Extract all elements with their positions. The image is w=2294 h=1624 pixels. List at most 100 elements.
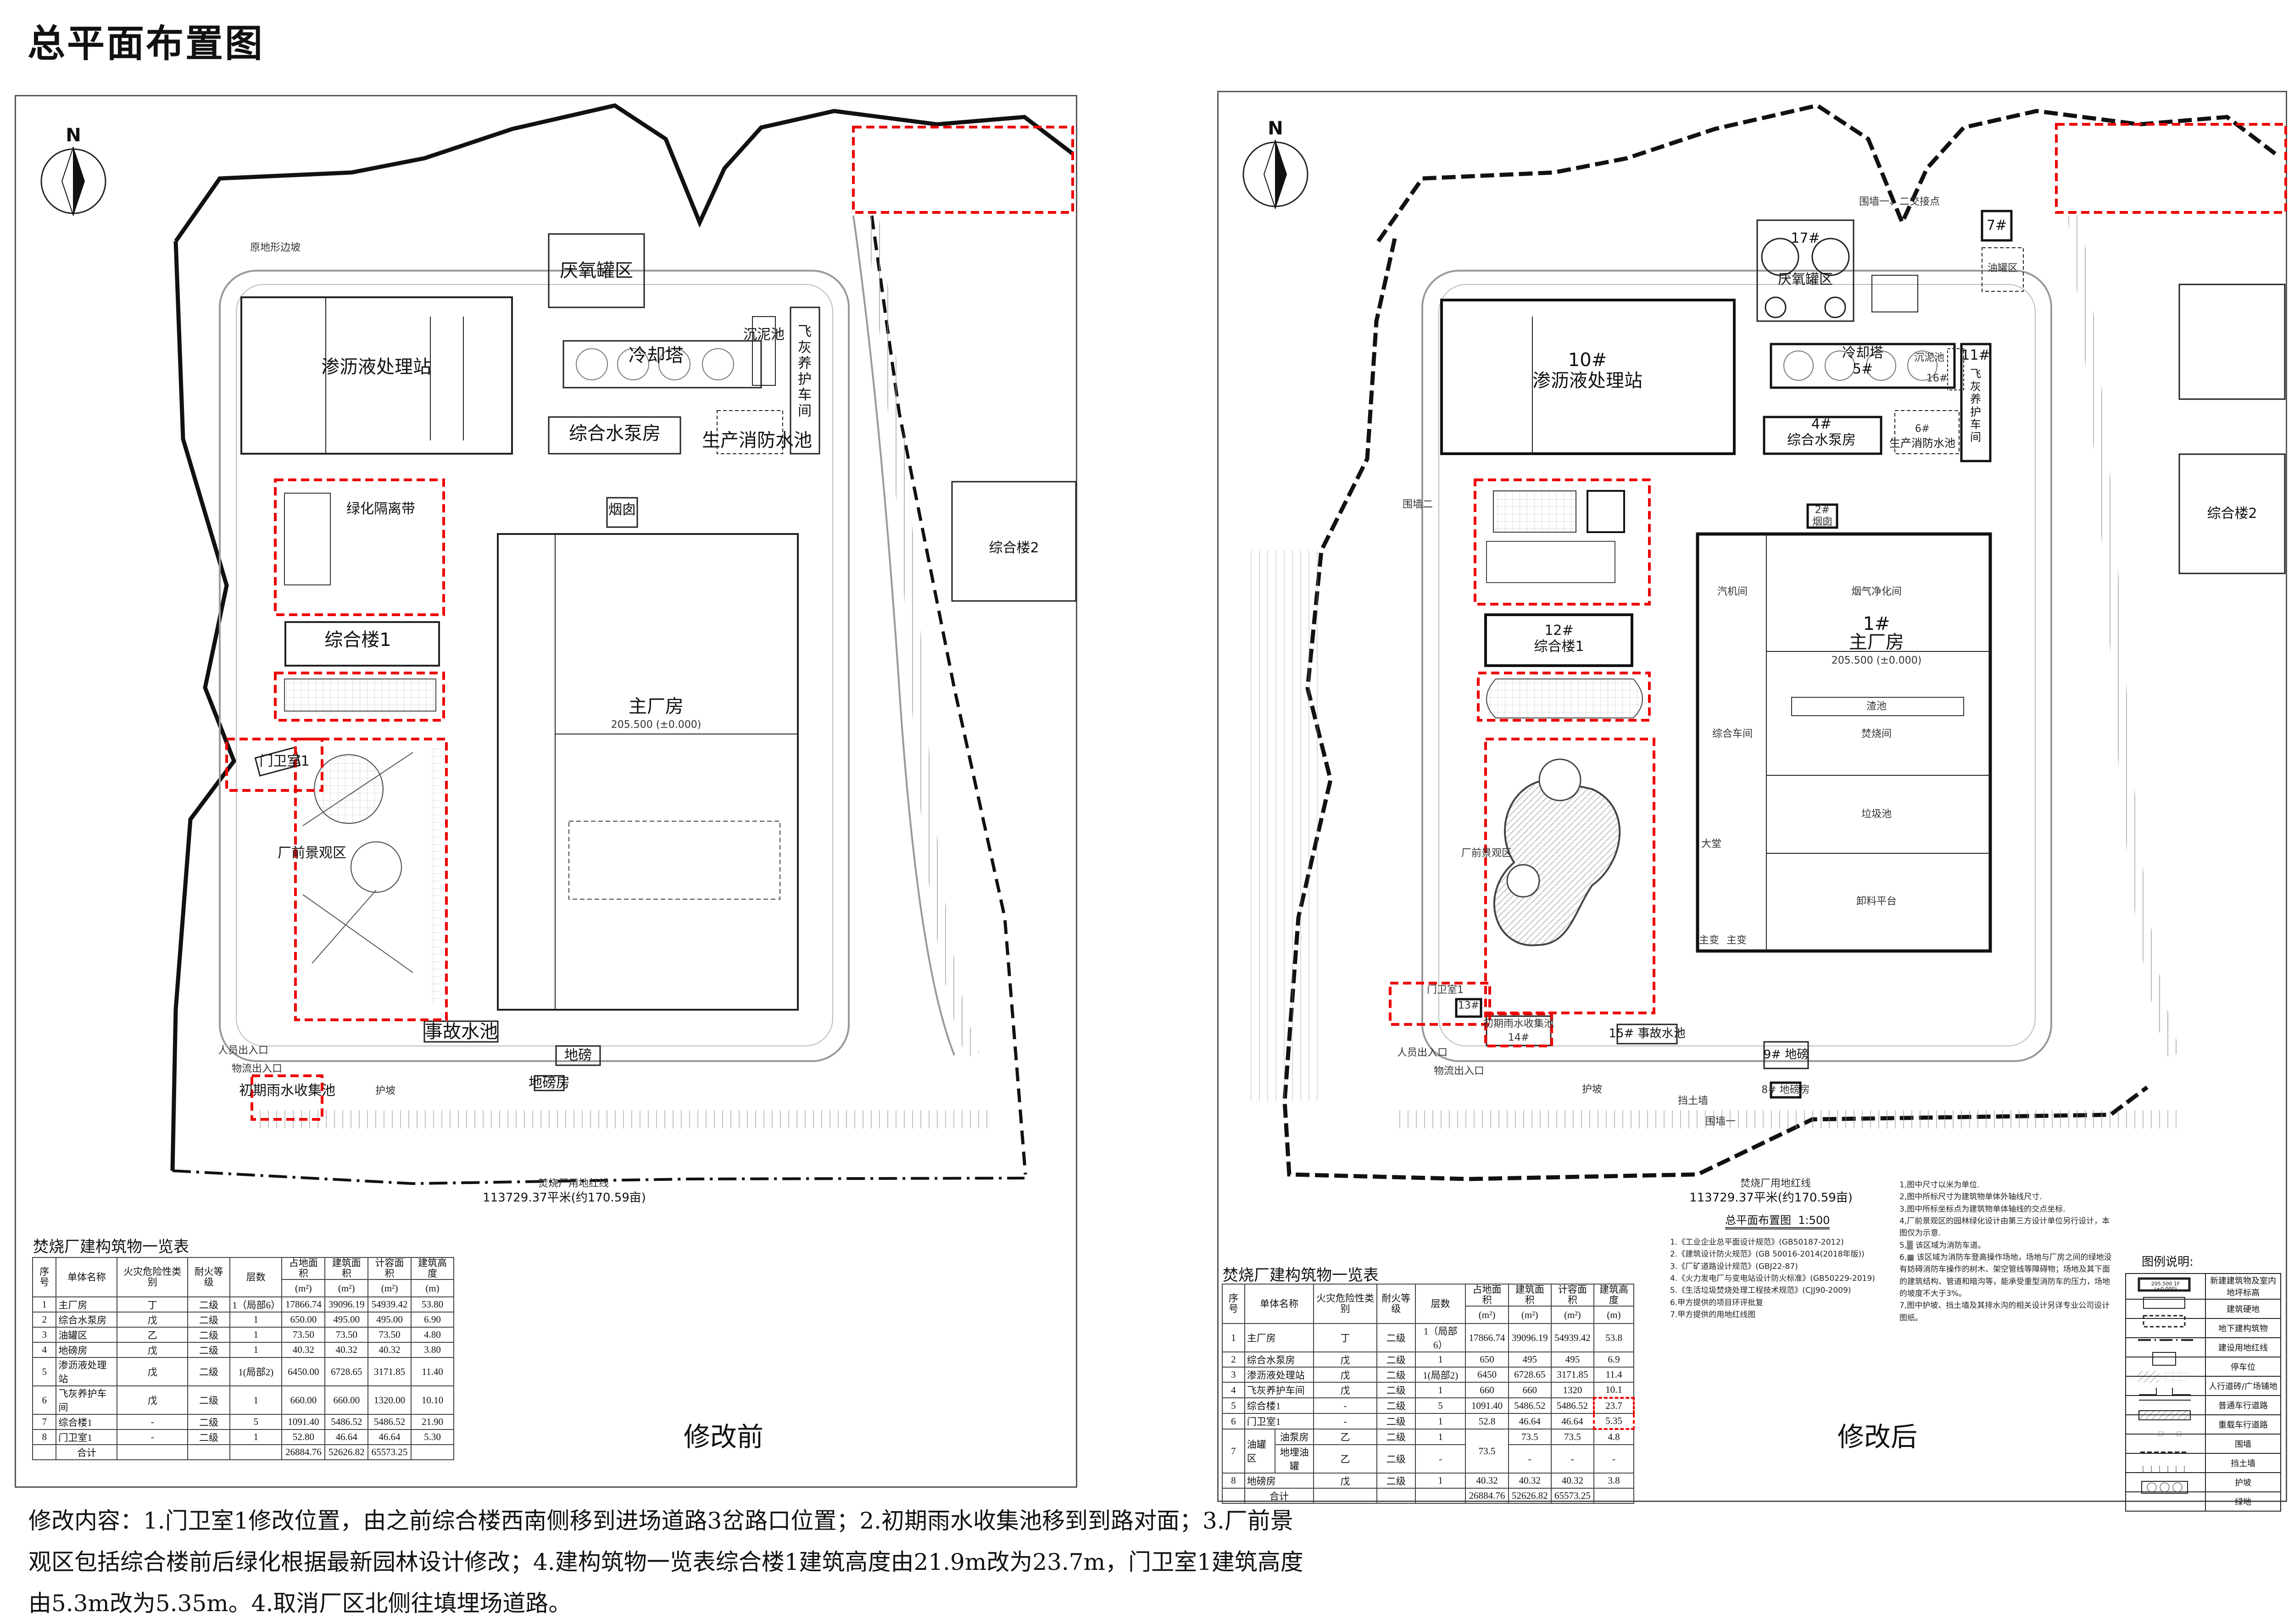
north-arrow-after <box>1242 139 1308 209</box>
west-slope-after <box>1248 551 1321 1101</box>
cell-gross: 73.5 <box>1508 1429 1552 1446</box>
room-turbine: 汽机间 <box>1717 586 1748 598</box>
cell-gross: 5486.52 <box>1508 1397 1552 1414</box>
cell-total-far: 65573.25 <box>367 1444 412 1461</box>
legend-item: 停车位 <box>2125 1357 2281 1377</box>
header-unit-height: (m) <box>410 1279 455 1298</box>
cell-floors: 1(局部2) <box>229 1357 283 1387</box>
inner-road-before <box>219 270 850 1062</box>
cell-footprint: 1091.40 <box>281 1414 326 1430</box>
cell-no: 1 <box>1222 1323 1245 1353</box>
legend-label: 建筑硬地 <box>2205 1299 2281 1319</box>
cell-name: 渗沥液处理站 <box>56 1357 118 1387</box>
red-line-south-before <box>172 1169 1025 1185</box>
boundary-label-before: 焚烧厂用地红线 <box>538 1178 609 1190</box>
elevation-main-before: 205.500 (±0.000) <box>611 719 702 731</box>
main-building-after <box>1696 532 1992 953</box>
label-anaerobic-before: 厌氧罐区 <box>560 260 633 281</box>
cell-gross: 39096.19 <box>1508 1323 1552 1353</box>
cell-name: 综合楼1 <box>56 1414 118 1430</box>
east-slope-before <box>865 214 979 1058</box>
cell-footprint: 17866.74 <box>1465 1323 1509 1353</box>
label-scalehouse-before: 地磅房 <box>529 1074 570 1091</box>
room-lobby: 大堂 <box>1701 838 1722 850</box>
label-entrance-after: 人员出入口 <box>1397 1047 1448 1059</box>
header-far: 计容面积 <box>1550 1283 1594 1307</box>
cell-empty <box>1376 1488 1416 1504</box>
table-title-after: 焚烧厂建构筑物一览表 <box>1223 1266 1379 1285</box>
cell-gross: 40.32 <box>1508 1473 1552 1489</box>
header-name: 单体名称 <box>1244 1283 1314 1324</box>
cell-no: 4 <box>32 1342 57 1358</box>
cell-floors: 1（局部 6） <box>1414 1323 1466 1353</box>
label-main-before: 主厂房 <box>629 696 684 717</box>
cell-fire-grade: 二级 <box>187 1357 231 1387</box>
cell-height: 3.80 <box>410 1342 455 1358</box>
cell-height: 11.4 <box>1593 1367 1635 1383</box>
cell-footprint: 650.00 <box>281 1312 326 1328</box>
cell-footprint: 660.00 <box>281 1385 326 1415</box>
legend-symbol <box>2125 1472 2206 1492</box>
cell-gross: 6728.65 <box>1508 1367 1552 1383</box>
legend-symbol <box>2125 1491 2206 1512</box>
fire-water-pool-after <box>1894 410 1960 454</box>
label-scale-before: 地磅 <box>564 1047 592 1063</box>
legend-symbol <box>2125 1414 2206 1435</box>
elevation-main-after: 205.500 (±0.000) <box>1831 655 1922 667</box>
cell-fire-grade: 二级 <box>187 1296 231 1313</box>
cell-total-label: 合计 <box>56 1444 118 1461</box>
chimney-after <box>1806 503 1838 529</box>
label-accident-after: 15# 事故水池 <box>1609 1027 1686 1041</box>
cell-name: 综合水泵房 <box>56 1312 118 1328</box>
general-notes: 1,图中尺寸以米为单位. 2,图中所标尺寸为建筑物单体外轴线尺寸. 3,图中所标… <box>1899 1179 2115 1324</box>
legend-item: 重载车行道路 <box>2125 1414 2281 1435</box>
legend-item: 地下建构筑物 <box>2125 1318 2281 1338</box>
cell-floors: 1 <box>1414 1473 1466 1489</box>
cell-name: 综合水泵房 <box>1244 1351 1314 1368</box>
label-pump-after: 综合水泵房 <box>1787 432 1856 448</box>
cell-height: 4.8 <box>1593 1429 1635 1446</box>
cell-fire-class: 戊 <box>1313 1351 1377 1368</box>
sludge-pool-before <box>752 316 776 386</box>
cell-fire-class: 丁 <box>1313 1323 1377 1353</box>
header-unit-gross: (m²) <box>324 1279 369 1298</box>
label-gate-no-after: 13# <box>1458 1000 1480 1012</box>
cell-name: 综合楼1 <box>1244 1397 1314 1414</box>
after-panel-frame <box>1217 91 2287 1502</box>
weighbridge-before <box>555 1045 601 1066</box>
cell-name: 渗沥液处理站 <box>1244 1367 1314 1383</box>
water-pump-house-before <box>548 416 681 455</box>
building-table-before: 序号单体名称火灾危险性类别耐火等级层数占地面积建筑面积计容面积建筑高度(m²)(… <box>32 1257 455 1461</box>
legend-label: 地下建构筑物 <box>2205 1318 2281 1338</box>
legend-label: 建设用地红线 <box>2205 1337 2281 1357</box>
design-basis-list: 1.《工业企业总平面设计规范》(GB50187-2012) 2.《建筑设计防火规… <box>1670 1236 1890 1321</box>
change-markers-before <box>225 126 1074 1121</box>
label-flyash-after: 飞灰养护车间 <box>1970 367 1981 444</box>
site-area-after: 113729.37平米(约170.59亩) <box>1689 1191 1853 1205</box>
legend-sample-zero: (±0.000) <box>2154 1286 2177 1292</box>
drawing-scale: 1:500 <box>1798 1214 1830 1227</box>
cell-floors: 5 <box>229 1414 283 1430</box>
label-office1-before: 综合楼1 <box>324 629 391 651</box>
label-gate-after: 门卫室1 <box>1427 984 1464 996</box>
cell-far: 495 <box>1550 1351 1594 1368</box>
cell-no: 3 <box>32 1327 57 1343</box>
before-label: 修改前 <box>684 1421 764 1452</box>
cell-no: 2 <box>1222 1351 1245 1368</box>
cell-subname: 地埋油罐 <box>1275 1444 1314 1474</box>
oil-tanks-after <box>1871 275 1918 312</box>
parking-after <box>1486 541 1615 583</box>
legend-label: 新建建筑物及室内地坪标高 <box>2205 1273 2281 1300</box>
cell-far: 54939.42 <box>1550 1323 1594 1353</box>
front-plaza-after <box>1486 679 1643 718</box>
cell-far: 1320 <box>1550 1382 1594 1399</box>
legend-symbol <box>2125 1395 2206 1415</box>
cell-empty <box>117 1444 188 1461</box>
label-anaerobic-no-after: 17# <box>1791 230 1820 246</box>
label-rainpool-after: 初期雨水收集池 <box>1483 1018 1554 1030</box>
design-basis-item: 1.《工业企业总平面设计规范》(GB50187-2012) <box>1670 1238 1844 1247</box>
